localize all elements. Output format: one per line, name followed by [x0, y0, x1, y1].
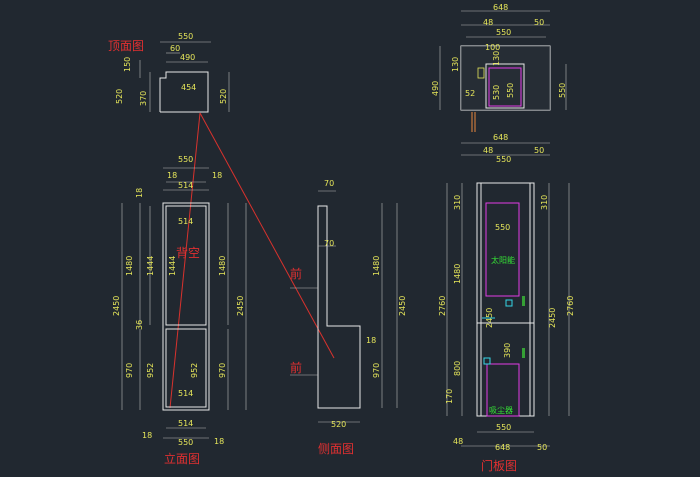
door-vacuum-box [486, 363, 520, 417]
dim-dp-2450: 2450 [485, 308, 494, 328]
note-back-empty: 背空 [176, 246, 200, 260]
top-view: 顶面图 550 60 490 454 150 520 370 520 [108, 32, 230, 113]
dim-dp-52: 52 [465, 89, 475, 98]
dim-side-18: 18 [366, 336, 376, 345]
dim-top-150: 150 [123, 57, 132, 72]
dim-el-514-bottom: 514 [178, 419, 193, 428]
dim-dp-2760-left: 2760 [438, 296, 447, 316]
elevation-view: 立面图 背空 550 18 514 18 18 514 2450 1480 14… [112, 155, 247, 466]
dim-side-1480: 1480 [372, 256, 381, 276]
dim-side-70-top: 70 [324, 179, 334, 188]
dim-el-18-side: 18 [135, 188, 144, 198]
dim-dp-800: 800 [453, 361, 462, 376]
dim-dp-550-mid: 550 [496, 155, 511, 164]
dim-el-1480-left: 1480 [125, 256, 134, 276]
dim-dp-550-inside: 550 [495, 223, 510, 232]
dim-dp-530: 530 [492, 85, 501, 100]
dim-el-1444-b: 1444 [168, 256, 177, 276]
dim-el-1444-a: 1444 [146, 256, 155, 276]
note-sterilizer: 太阳能 [491, 255, 515, 265]
dim-dp-1480: 1480 [453, 264, 462, 284]
dim-el-514-top: 514 [178, 181, 193, 190]
dim-dp-2450-right: 2450 [548, 308, 557, 328]
note-vacuum: 吸尘器 [489, 405, 513, 415]
dim-side-2450: 2450 [398, 296, 407, 316]
door-top-plan-inner [485, 63, 525, 109]
door-panel-elevation: 太阳能 吸尘器 310 310 1480 2760 2760 550 2450 … [438, 182, 575, 473]
dim-dp-648-mid: 648 [493, 133, 508, 142]
dim-side-70-mid: 70 [324, 239, 334, 248]
dim-el-18-bottom-right: 18 [214, 437, 224, 446]
dim-el-952-b: 952 [190, 363, 199, 378]
dim-el-18-bottom-left: 18 [142, 431, 152, 440]
dim-dp-130-b: 130 [492, 51, 501, 66]
dim-side-970: 970 [372, 363, 381, 378]
dim-el-952-a: 952 [146, 363, 155, 378]
dim-el-18-top-left: 18 [167, 171, 177, 180]
door-top-plan-appliance [488, 67, 522, 107]
dim-dp-50-bottom: 50 [537, 443, 547, 452]
dim-dp-50-top: 50 [534, 18, 544, 27]
dim-top-520-right: 520 [219, 89, 228, 104]
dim-dp-310-left: 310 [453, 195, 462, 210]
red-leader-lines [169, 112, 335, 409]
dim-dp-130-a: 130 [451, 57, 460, 72]
dim-dp-550-top: 550 [496, 28, 511, 37]
dim-dp-48-mid: 48 [483, 146, 493, 155]
dim-dp-390: 390 [503, 343, 512, 358]
dim-el-970-left: 970 [125, 363, 134, 378]
dim-el-550-top: 550 [178, 155, 193, 164]
dim-el-2450-left: 2450 [112, 296, 121, 316]
dim-top-370: 370 [139, 91, 148, 106]
elevation-upper-compartment [165, 205, 207, 326]
dim-dp-48-bottom: 48 [453, 437, 463, 446]
dim-top-60: 60 [170, 44, 180, 53]
dim-el-550-bottom: 550 [178, 438, 193, 447]
dim-el-18-top-right: 18 [212, 171, 222, 180]
title-side-view: 侧面图 [318, 442, 354, 456]
dim-top-490: 490 [180, 53, 195, 62]
dim-top-520-left: 520 [115, 89, 124, 104]
title-elevation: 立面图 [164, 451, 200, 466]
dim-el-970-right: 970 [218, 363, 227, 378]
dim-dp-170: 170 [445, 389, 454, 404]
dim-dp-50-mid: 50 [534, 146, 544, 155]
elevation-cabinet-outline [162, 202, 210, 411]
dim-el-2450-right: 2450 [236, 296, 245, 316]
title-top-view: 顶面图 [108, 39, 144, 53]
dim-dp-48-top: 48 [483, 18, 493, 27]
dim-dp-100: 100 [485, 43, 500, 52]
side-view: 70 70 18 1480 2450 970 520 前 前 侧面图 [290, 179, 407, 456]
dim-dp-550-inner: 550 [506, 83, 515, 98]
dim-dp-490: 490 [431, 81, 440, 96]
dim-el-514-lower: 514 [178, 389, 193, 398]
dim-el-514-upper: 514 [178, 217, 193, 226]
title-door-panel: 门板图 [481, 458, 517, 473]
dim-dp-310-right: 310 [540, 195, 549, 210]
dim-el-36: 36 [135, 320, 144, 330]
dim-dp-550-bottom: 550 [496, 423, 511, 432]
side-view-outline [317, 205, 361, 409]
elevation-lower-compartment [165, 328, 207, 408]
dim-dp-648-bottom: 648 [495, 443, 510, 452]
dim-dp-648-top: 648 [493, 3, 508, 12]
dim-el-1480-right: 1480 [218, 256, 227, 276]
top-view-outline [159, 71, 209, 113]
door-panel-top-plan: 648 48 50 550 100 130 130 490 52 530 550… [431, 3, 567, 164]
note-front-lower: 前 [290, 360, 302, 375]
door-sterilizer-box [485, 202, 520, 297]
note-front-upper: 前 [290, 266, 302, 281]
dim-top-454: 454 [181, 83, 196, 92]
dim-side-520: 520 [331, 420, 346, 429]
dim-dp-2760-right: 2760 [566, 296, 575, 316]
dim-top-550: 550 [178, 32, 193, 41]
dim-dp-550-right: 550 [558, 83, 567, 98]
